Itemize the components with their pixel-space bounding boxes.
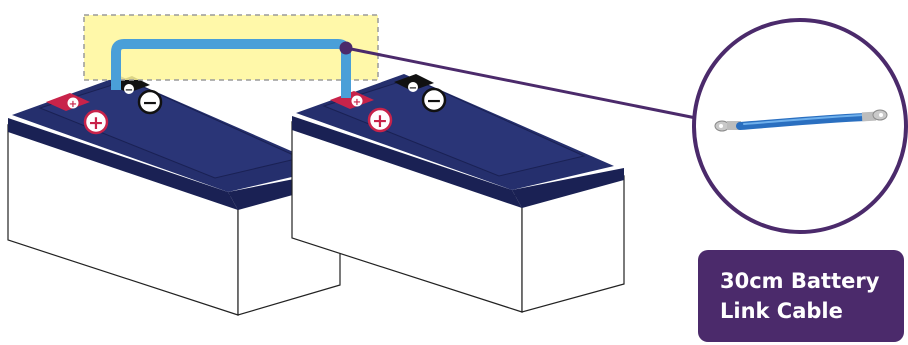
leader-dot (339, 41, 353, 55)
battery-left-positive-symbol-text: + (88, 112, 104, 134)
battery-right-lid-rim-side (512, 168, 624, 208)
battery-left-positive-symbol (83, 109, 109, 135)
battery-left-negative-symbol (137, 89, 163, 115)
cable-product-image (714, 109, 888, 132)
battery-right-positive-post-mark: + (353, 97, 361, 108)
battery-left-negative-symbol-text: − (142, 92, 158, 114)
battery-right-negative-post (408, 82, 418, 92)
leader-line (345, 46, 697, 120)
cable-product-body (736, 113, 870, 130)
cable-lug-left-hole (719, 124, 723, 128)
battery-left-positive-post-mark: + (69, 99, 77, 110)
battery-right-negative-post-mark: − (409, 83, 417, 94)
cable-product-sheen (743, 114, 865, 125)
battery-right-lid-rim (292, 116, 522, 208)
battery-right-positive-symbol (367, 107, 393, 133)
battery-left-negative-post (124, 84, 134, 94)
cable-zoom-circle (692, 18, 908, 234)
cable-crimp-left (727, 121, 741, 130)
battery-right-positive-post (351, 95, 363, 107)
battery-right: + − + − (291, 74, 625, 313)
cable-zoom-callout (692, 18, 908, 234)
cable-name-line-1: 30cm Battery (720, 269, 880, 293)
battery-right-negative-symbol-text: − (426, 90, 442, 112)
battery-left-negative-post-mark: − (125, 85, 133, 96)
cable-lug-right-hole (879, 113, 883, 117)
battery-left: + − + − (7, 76, 341, 316)
cable-name-label: 30cm Battery Link Cable (698, 250, 904, 342)
battery-right-negative-symbol (421, 87, 447, 113)
battery-left-positive-post (67, 97, 79, 109)
battery-left-lid-rim (8, 118, 238, 210)
cable-name-line-2: Link Cable (720, 299, 843, 323)
battery-right-positive-symbol-text: + (372, 110, 388, 132)
battery-right-top-plate (322, 77, 586, 177)
